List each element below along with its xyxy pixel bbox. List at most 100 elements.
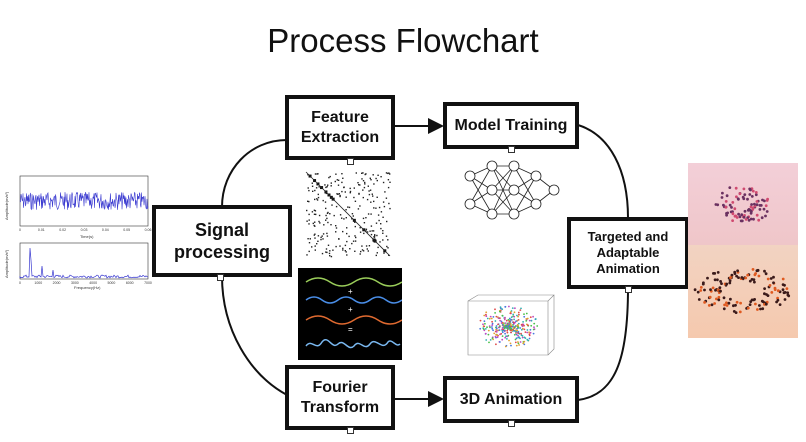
plus-symbol: + — [348, 305, 353, 314]
render-particle — [758, 204, 762, 207]
feature-dot — [321, 252, 324, 255]
tick-label: 0.01 — [38, 228, 45, 232]
feature-dot — [329, 213, 331, 215]
render-particle — [772, 275, 775, 279]
feature-dot — [382, 216, 384, 218]
feature-dot — [314, 221, 316, 223]
render-particle — [746, 273, 750, 277]
render-particle — [714, 288, 717, 292]
feature-dot — [339, 245, 341, 247]
tick-label: 4000 — [89, 281, 97, 285]
feature-dot — [322, 199, 324, 202]
feature-dot — [377, 174, 379, 176]
feature-dot — [335, 231, 337, 233]
render-particle — [723, 303, 726, 307]
connection-handle[interactable] — [347, 427, 354, 434]
cloud-point — [499, 317, 501, 319]
feature-dot — [363, 222, 366, 224]
feature-dot — [389, 207, 391, 210]
cloud-point — [502, 323, 504, 326]
feature-dot — [341, 190, 343, 193]
feature-dot — [382, 230, 384, 232]
feature-dot — [318, 186, 320, 188]
render-particle — [747, 218, 751, 222]
feature-dot — [375, 222, 378, 224]
cloud-point — [507, 318, 510, 321]
feature-dot — [372, 230, 375, 232]
feature-dot — [363, 232, 365, 235]
render-particle — [764, 272, 768, 276]
feature-dot — [330, 224, 332, 226]
cloud-point — [515, 320, 517, 323]
node-3d-animation[interactable]: 3D Animation — [443, 376, 579, 423]
bottom-xlabel: Frequency(Hz) — [74, 285, 101, 290]
feature-dot — [362, 196, 364, 199]
render-particle — [707, 304, 711, 307]
cloud-point — [521, 325, 524, 327]
feature-dot — [359, 231, 362, 233]
feature-dot — [380, 227, 382, 230]
cloud-point — [515, 329, 517, 331]
connection-handle[interactable] — [347, 158, 354, 165]
render-particle — [776, 289, 780, 293]
feature-dot — [365, 230, 367, 232]
feature-dot — [337, 179, 340, 181]
node-feature-extraction[interactable]: Feature Extraction — [285, 95, 395, 160]
feature-dot — [382, 239, 384, 241]
render-particle — [731, 212, 735, 216]
render-particle — [722, 307, 726, 311]
render-particle — [783, 283, 786, 287]
render-particle — [751, 208, 755, 211]
render-particle — [703, 301, 706, 304]
node-model-training[interactable]: Model Training — [443, 102, 579, 149]
cloud-point — [520, 332, 522, 335]
cloud-point — [501, 331, 504, 334]
feature-dot — [335, 225, 337, 227]
render-particle — [752, 217, 755, 221]
cloud-point — [520, 328, 523, 331]
render-particle — [740, 276, 744, 279]
cloud-point — [501, 338, 504, 341]
cloud-point — [513, 318, 515, 321]
feature-dot — [374, 235, 376, 237]
render-particle — [749, 205, 753, 209]
feature-dot — [353, 187, 355, 189]
feature-dot — [313, 224, 315, 227]
feature-dot — [317, 196, 320, 199]
cloud-point — [523, 313, 525, 315]
cloud-point — [516, 326, 519, 328]
connection-handle[interactable] — [217, 274, 224, 281]
render-particle — [755, 200, 759, 203]
feature-dot — [370, 201, 372, 203]
feature-dot — [365, 173, 367, 175]
render-particle — [750, 210, 753, 213]
cloud-point — [491, 326, 493, 328]
connection-handle[interactable] — [508, 146, 515, 153]
feature-dot — [382, 181, 385, 184]
connection-handle[interactable] — [508, 420, 515, 427]
connection-handle[interactable] — [625, 286, 632, 293]
feature-dot — [314, 237, 316, 239]
feature-dot — [378, 206, 381, 209]
animation-render-image — [688, 163, 798, 338]
feature-dot — [352, 240, 355, 242]
node-fourier-transform[interactable]: Fourier Transform — [285, 365, 395, 430]
feature-dot — [349, 190, 352, 193]
cloud-point — [517, 341, 519, 343]
render-particle — [765, 199, 769, 202]
cloud-point — [482, 328, 485, 330]
render-particle — [776, 296, 779, 300]
connector-3d-to-targeted — [577, 287, 629, 401]
feature-dot — [337, 193, 339, 195]
feature-dot — [311, 246, 313, 248]
render-particle — [753, 298, 756, 301]
render-particle — [724, 200, 728, 203]
feature-dot — [380, 176, 382, 178]
cloud-point — [528, 337, 531, 340]
feature-dot — [309, 238, 311, 240]
node-targeted-adaptable-animation[interactable]: Targeted and Adaptable Animation — [567, 217, 689, 289]
feature-dot — [362, 217, 365, 220]
feature-dot — [364, 181, 366, 184]
node-signal-processing[interactable]: Signal processing — [152, 205, 292, 277]
feature-dot — [327, 221, 329, 224]
